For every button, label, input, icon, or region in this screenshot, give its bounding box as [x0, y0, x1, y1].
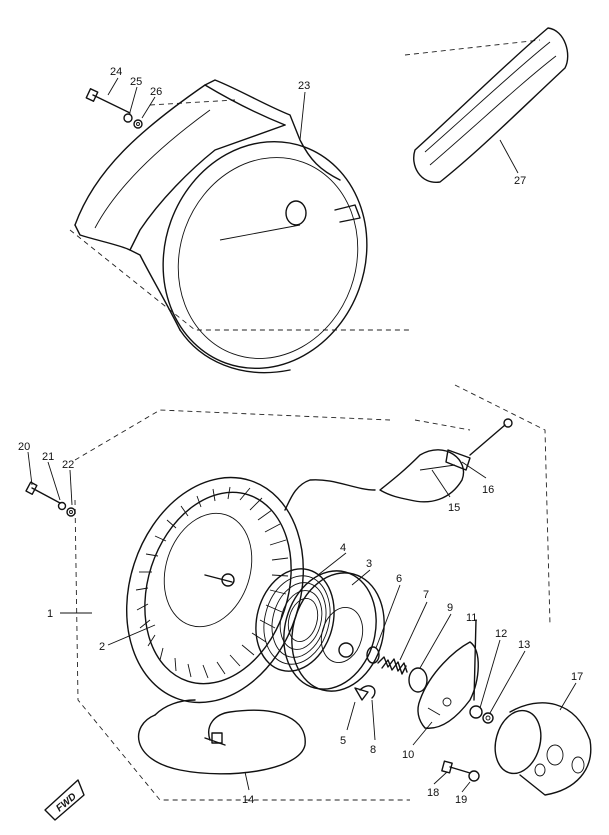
plate-fasteners [469, 619, 494, 724]
callout-14: 14 [242, 794, 254, 806]
callout-26: 26 [150, 86, 162, 98]
callout-5: 5 [340, 735, 346, 747]
callout-11: 11 [466, 612, 477, 624]
callout-24: 24 [110, 66, 122, 78]
callout-20: 20 [18, 441, 30, 453]
callout-22: 22 [62, 459, 74, 471]
ratchet-small-parts [354, 646, 428, 701]
callout-13: 13 [518, 639, 530, 651]
callout-18: 18 [427, 787, 439, 799]
assembly-guide-lines [69, 39, 551, 801]
callout-10: 10 [402, 749, 414, 761]
callout-1: 1 [47, 608, 53, 620]
cup-bolt-set [441, 760, 480, 782]
starter-case [125, 476, 305, 704]
fan-cover-shroud [74, 79, 368, 374]
callout-27: 27 [514, 175, 526, 187]
fwd-direction-marker: FWD [44, 779, 85, 821]
callout-3: 3 [366, 558, 372, 570]
starter-grip-pad [413, 27, 569, 183]
callout-25: 25 [130, 76, 142, 88]
callout-19: 19 [455, 794, 467, 806]
ratchet-plate [417, 641, 479, 729]
callout-8: 8 [370, 744, 376, 756]
callout-9: 9 [447, 602, 453, 614]
starter-rope [138, 699, 306, 775]
callout-23: 23 [298, 80, 310, 92]
sheave-drum [283, 570, 385, 692]
callout-6: 6 [396, 573, 402, 585]
starter-handle [284, 418, 513, 511]
callout-15: 15 [448, 502, 460, 514]
callout-16: 16 [482, 484, 494, 496]
leader-lines [27, 77, 577, 793]
callout-2: 2 [99, 641, 105, 653]
starter-bolt-set [25, 481, 76, 517]
drive-cup [494, 702, 592, 796]
callout-4: 4 [340, 542, 346, 554]
callout-numbers: 24 25 26 23 27 20 21 22 1 2 4 3 6 7 9 5 … [18, 66, 583, 806]
callout-7: 7 [423, 589, 429, 601]
callout-21: 21 [42, 451, 54, 463]
callout-17: 17 [571, 671, 583, 683]
callout-12: 12 [495, 628, 507, 640]
cover-bolt-set [85, 88, 143, 129]
